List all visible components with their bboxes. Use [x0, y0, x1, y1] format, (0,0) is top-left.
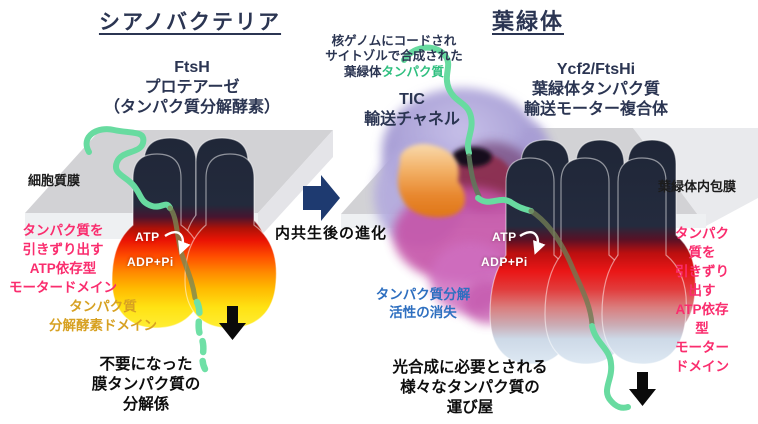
adp-pi-label-left: ADP+Pi	[127, 255, 174, 269]
substrate-thread-right-mid	[475, 195, 534, 214]
substrate-thread-left	[83, 126, 173, 211]
degraded-thread-left	[193, 298, 209, 373]
ycf2-ftshi-complex	[489, 139, 697, 365]
atp-label-left: ATP	[135, 230, 160, 244]
substrate-thread-right-inside	[528, 208, 595, 327]
evolution-label: 内共生後の進化	[274, 225, 388, 242]
substrate-thread-right-top	[401, 44, 475, 156]
left-panel-title: シアノバクテリア	[98, 11, 282, 34]
tic-inner-orange-blob	[398, 143, 465, 218]
motor-domain-label-left: タンパク質を 引きずり出す ATP依存型 モータードメイン	[9, 223, 117, 295]
substrate-thread-right-through-pore	[466, 153, 482, 199]
inner-envelope-membrane-label: 葉緑体内包膜	[658, 179, 737, 194]
protease-loss-label: タンパク質分解 活性の消失	[375, 287, 471, 320]
evolution-arrow-icon	[303, 175, 340, 221]
imported-protein-label-highlight: タンパク質	[381, 64, 445, 79]
atp-cycle-arrow-right	[519, 231, 546, 255]
right-panel-title: 葉緑体	[491, 9, 565, 34]
right-caption: 光合成に必要とされる 様々なタンパク質の 運び屋	[392, 359, 548, 416]
plasma-membrane-label: 細胞質膜	[28, 173, 81, 188]
ycf2-complex-label: Ycf2/FtsHi 葉緑体タンパク質 輸送モーター複合体	[523, 61, 669, 118]
imported-protein-label: 核ゲノムにコードされ サイトゾルで合成された 葉緑体タンパク質	[325, 18, 463, 80]
down-arrow-left-icon	[219, 306, 246, 340]
tic-pore-icon	[452, 147, 492, 167]
substrate-thread-right-exit	[589, 323, 631, 411]
atp-cycle-arrow-left	[164, 231, 191, 255]
atp-label-right: ATP	[492, 230, 517, 244]
motor-domain-label-right: タンパク質を 引きずり出す ATP依存型 モータードメイン	[675, 226, 729, 374]
left-caption: 不要になった 膜タンパク質の 分解係	[91, 356, 201, 413]
ftsh-complex-label: FtsH プロテアーゼ （タンパク質分解酵素）	[103, 59, 281, 116]
imported-protein-label-prefix: 核ゲノムにコードされ サイトゾルで合成された 葉緑体	[325, 33, 463, 79]
down-arrow-right-icon	[629, 372, 656, 406]
adp-pi-label-right: ADP+Pi	[481, 255, 528, 269]
protease-domain-label: タンパク質 分解酵素ドメイン	[49, 299, 157, 333]
ftsh-complex	[111, 137, 277, 329]
tic-channel-label: TIC 輸送チャネル	[364, 91, 460, 128]
substrate-thread-left-inside	[167, 205, 198, 301]
